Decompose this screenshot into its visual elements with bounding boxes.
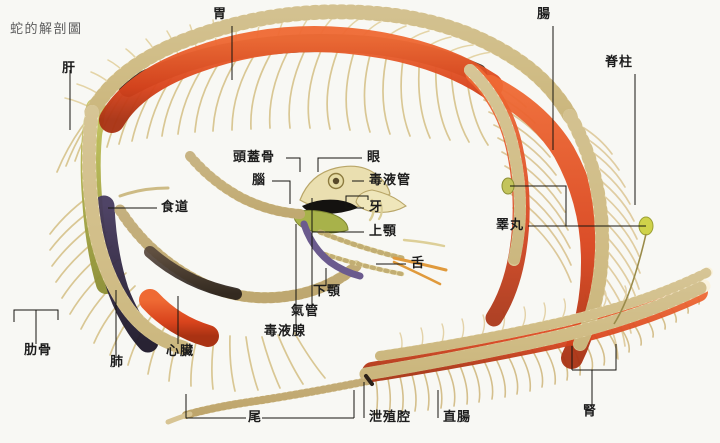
label-rectum: 直腸 [443,410,472,425]
vertebra-segments [375,267,713,361]
snake-skull [185,151,448,286]
label-esophagus: 食道 [161,200,190,215]
cloaca-marker [364,374,374,386]
fang [368,198,375,222]
label-tail: 尾 [248,410,263,425]
label-spine: 脊柱 [605,55,634,70]
label-liver: 肝 [62,61,77,76]
intestine-organ [99,26,503,133]
trachea-organ [300,220,364,280]
label-fang: 牙 [369,200,384,215]
label-testicle: 睪丸 [496,218,525,233]
tail-tip [165,411,193,425]
label-stomach: 胃 [213,7,228,22]
label-rib: 肋骨 [24,343,53,358]
label-venom-gland: 毒液腺 [264,324,307,339]
label-brain: 腦 [252,173,267,188]
heart-organ [139,289,219,347]
tail-vertebrae [182,377,372,419]
label-lung: 肺 [110,355,125,370]
organ-band [144,246,242,300]
label-upper-jaw: 上顎 [369,224,398,239]
label-lower-jaw: 下顎 [313,284,342,299]
label-skull: 頭蓋骨 [233,150,276,165]
vertebra-segments [84,4,578,124]
label-eye: 眼 [367,150,382,165]
vertebra-segments [464,64,526,266]
leader-lines [13,26,646,419]
label-tongue: 舌 [411,256,426,271]
vertebra-segments [82,105,191,355]
label-trachea: 氣管 [291,304,320,319]
label-venom-duct: 毒液管 [369,173,412,188]
label-heart: 心臟 [166,344,195,359]
esophagus-organ [118,186,170,198]
label-cloaca: 泄殖腔 [369,410,412,425]
label-intestine: 腸 [537,7,552,22]
vas-deferens [613,233,647,325]
tongue [392,256,448,272]
label-kidney: 腎 [583,404,598,419]
page-title: 蛇的解剖圖 [10,22,83,37]
vertebra-segments [359,279,711,381]
fang [377,199,383,221]
